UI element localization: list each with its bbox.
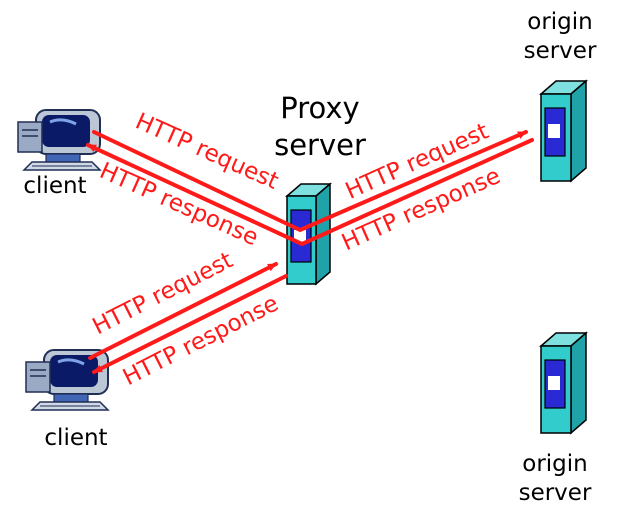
arrow-client-bottom-response [92,274,288,374]
origin-top-label-line1: origin [527,9,593,35]
client-top-computer-icon [17,109,102,171]
origin-server-bottom-label: origin server [505,450,605,508]
origin-top-label-line2: server [523,38,597,64]
client-top-label: client [23,173,87,199]
arrow-client-top-response [86,138,534,246]
origin-bottom-label-line1: origin [522,451,588,477]
arrow-client-bottom-request [88,262,278,360]
client-bottom-label: client [44,425,108,451]
origin-server-top-icon [538,79,589,183]
origin-server-bottom-icon [538,331,589,435]
arrow-client-top-request [92,130,528,232]
proxy-label-line1: Proxy [280,91,360,125]
origin-bottom-label-line2: server [518,480,592,506]
origin-server-top-label: origin server [510,8,610,66]
proxy-label-line2: server [274,128,366,162]
proxy-server-label: Proxy server [258,90,382,164]
client-bottom-computer-icon [25,349,110,411]
